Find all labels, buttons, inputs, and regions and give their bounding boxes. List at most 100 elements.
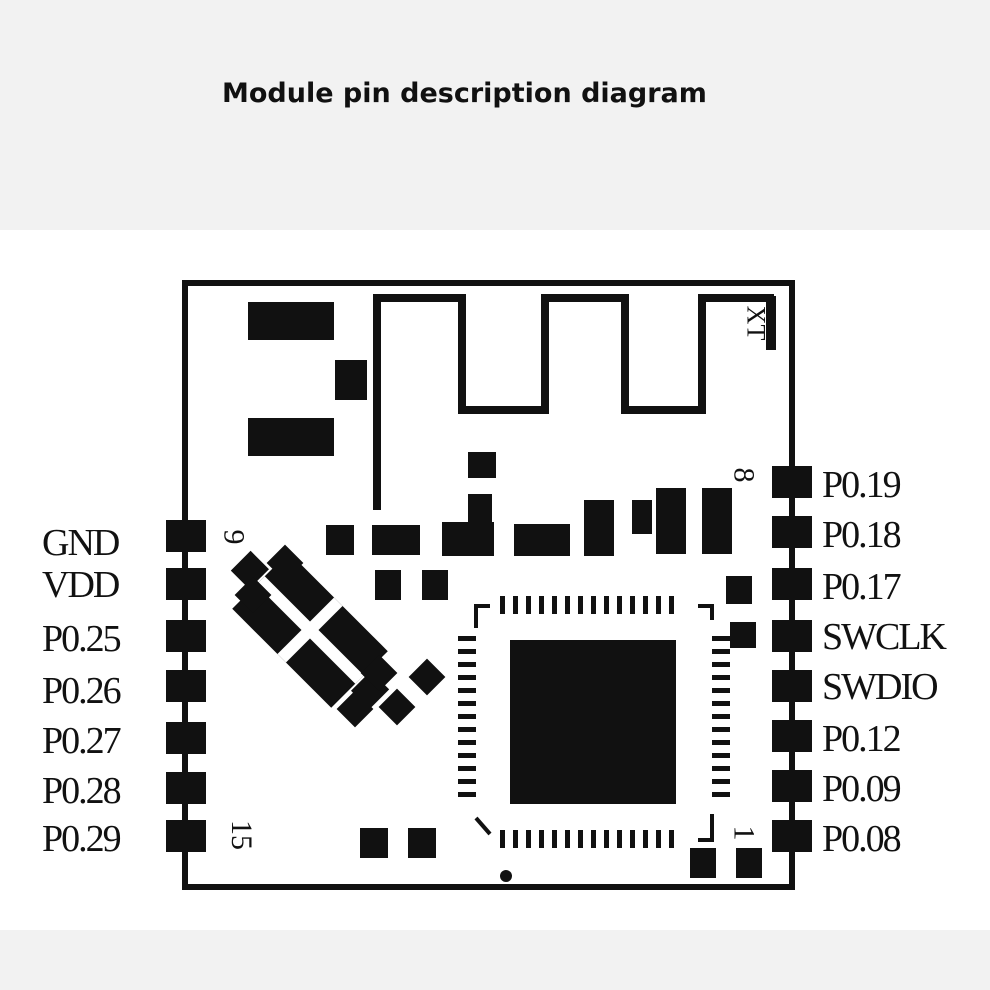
chip-pin xyxy=(643,830,648,848)
smd-pad xyxy=(726,576,752,604)
chip-pin xyxy=(656,830,661,848)
crystal-cluster xyxy=(230,550,390,710)
smd-pad xyxy=(408,828,436,858)
pin-label-p0-17: P0.17 xyxy=(822,566,902,608)
chip-pin xyxy=(458,688,476,693)
chip-pin xyxy=(712,675,730,680)
chip-pin xyxy=(539,830,544,848)
chip-pin xyxy=(526,830,531,848)
pin-label-swclk: SWCLK xyxy=(822,616,947,658)
chip-pin xyxy=(458,766,476,771)
chip-pin xyxy=(458,675,476,680)
pin-number-1: 1 xyxy=(727,825,761,841)
chip-pin xyxy=(643,596,648,614)
pin1-dot xyxy=(500,870,512,882)
edge-pad-left xyxy=(166,670,206,702)
edge-pad-left xyxy=(166,620,206,652)
chip-pin xyxy=(604,596,609,614)
chip-pin xyxy=(669,830,674,848)
smd-pad xyxy=(422,570,448,600)
pin-label-vdd: VDD xyxy=(42,564,120,606)
chip-pin xyxy=(630,596,635,614)
chip-pin xyxy=(591,830,596,848)
header-band: Module pin description diagram xyxy=(0,0,990,230)
chip-pin xyxy=(565,596,570,614)
chip-pin xyxy=(513,830,518,848)
smd-pad xyxy=(248,302,334,340)
smd-pad xyxy=(690,848,716,878)
smd-pad xyxy=(266,544,304,582)
smd-pad xyxy=(360,654,398,692)
chip-pin xyxy=(458,792,476,797)
chip-pin xyxy=(565,830,570,848)
chip-pin xyxy=(712,727,730,732)
smd-pad xyxy=(234,576,272,614)
edge-pad-left xyxy=(166,568,206,600)
right-pads xyxy=(772,466,812,852)
chip-pin xyxy=(591,596,596,614)
pin-label-p0-27: P0.27 xyxy=(42,720,122,762)
chip-pin xyxy=(458,740,476,745)
chip-pin xyxy=(630,830,635,848)
left-pads xyxy=(166,520,206,852)
pin-label-swdio: SWDIO xyxy=(822,666,939,708)
chip-pin xyxy=(669,596,674,614)
smd-pad xyxy=(248,418,334,456)
chip-pin xyxy=(604,830,609,848)
pin-label-p0-12: P0.12 xyxy=(822,718,902,760)
edge-pad-right xyxy=(772,466,812,498)
chip-pin xyxy=(458,727,476,732)
edge-pad-right xyxy=(772,670,812,702)
chip-pin xyxy=(513,596,518,614)
chip-pin xyxy=(526,596,531,614)
mcu-chip xyxy=(458,596,730,882)
edge-pad-right xyxy=(772,720,812,752)
smd-pad xyxy=(656,488,686,554)
smd-pad xyxy=(514,524,570,556)
chip-pin xyxy=(712,753,730,758)
chip-pins xyxy=(458,596,730,848)
chip-pin xyxy=(712,649,730,654)
chip-pin xyxy=(458,714,476,719)
pin-label-p0-19: P0.19 xyxy=(822,464,902,506)
edge-pad-right xyxy=(772,568,812,600)
pin-number-9: 9 xyxy=(217,529,251,545)
chip-pin xyxy=(552,830,557,848)
smd-pad xyxy=(360,828,388,858)
smd-pad xyxy=(335,360,367,400)
smd-pad xyxy=(730,622,756,648)
chip-pin xyxy=(578,596,583,614)
chip-pin xyxy=(617,596,622,614)
smd-pad xyxy=(702,488,732,554)
pin-label-p0-28: P0.28 xyxy=(42,770,122,812)
pin-label-p0-25: P0.25 xyxy=(42,618,122,660)
antenna-label: XT xyxy=(741,305,771,341)
pin-label-p0-29: P0.29 xyxy=(42,818,122,860)
footer-band xyxy=(0,930,990,990)
chip-pin xyxy=(458,662,476,667)
pin-label-gnd: GND xyxy=(42,522,120,564)
smd-pad xyxy=(584,500,614,556)
chip-pin xyxy=(458,753,476,758)
chip-pin xyxy=(712,740,730,745)
smd-pad xyxy=(442,522,494,556)
edge-pad-right xyxy=(772,620,812,652)
edge-pad-right xyxy=(772,516,812,548)
chip-pin xyxy=(500,830,505,848)
chip-die xyxy=(510,640,676,804)
pin-label-p0-09: P0.09 xyxy=(822,768,902,810)
smd-pad xyxy=(378,688,416,726)
pin-number-8: 8 xyxy=(727,467,761,483)
chip-pin xyxy=(712,636,730,641)
edge-pad-left xyxy=(166,772,206,804)
chip-pin xyxy=(712,792,730,797)
smd-pad xyxy=(736,848,762,878)
pin-label-p0-18: P0.18 xyxy=(822,514,902,556)
smd-pad xyxy=(326,525,354,555)
chip-pin xyxy=(539,596,544,614)
pin-label-p0-26: P0.26 xyxy=(42,670,122,712)
edge-pad-right xyxy=(772,820,812,852)
chip-pin xyxy=(458,779,476,784)
chip-pin xyxy=(458,649,476,654)
